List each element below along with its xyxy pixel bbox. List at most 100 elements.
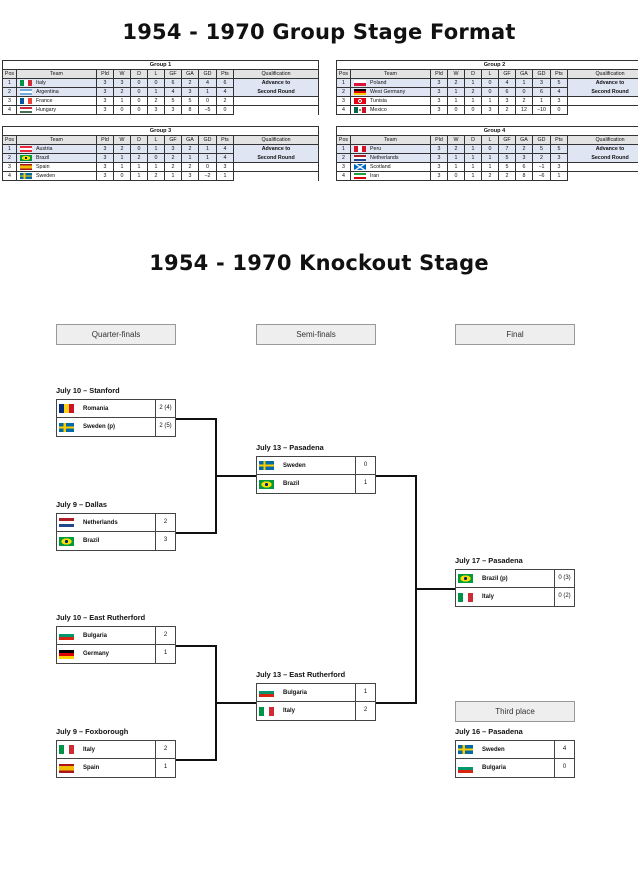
team-score: 1 — [155, 759, 175, 777]
column-header: L — [481, 135, 499, 145]
stat-l-cell: 2 — [147, 96, 165, 106]
stat-gd-cell: 1 — [532, 96, 551, 106]
qualification-cell — [232, 105, 320, 115]
stat-pld-cell: 3 — [96, 105, 114, 115]
stat-ga-cell: 5 — [181, 96, 199, 106]
team-name: Sweden — [36, 173, 56, 179]
stat-gf-cell: 5 — [164, 96, 182, 106]
bracket-connector — [215, 475, 256, 477]
column-header: Qualification — [232, 135, 320, 145]
stat-gf-cell: 3 — [164, 105, 182, 115]
stat-pts-cell: 3 — [550, 96, 568, 106]
stat-w-cell: 0 — [113, 171, 131, 181]
position-cell: 2 — [336, 153, 351, 163]
brazil-flag-icon — [59, 536, 74, 546]
stat-ga-cell: 3 — [181, 171, 199, 181]
match-label: July 16 – Pasadena — [455, 727, 523, 736]
stat-pld-cell: 3 — [96, 144, 114, 154]
bracket-connector — [176, 418, 216, 420]
match-team-slot: Brazil (p)0 (3) — [455, 569, 575, 588]
tunisia-flag-icon — [354, 97, 366, 104]
position-cell: 3 — [2, 96, 17, 106]
stat-pld-cell: 3 — [430, 153, 448, 163]
team-name: West Germany — [370, 89, 406, 95]
column-header: GD — [198, 135, 217, 145]
column-header: Pos — [2, 69, 17, 79]
column-header: GF — [498, 69, 516, 79]
team-name: Netherlands — [83, 519, 118, 526]
team-name: France — [36, 98, 53, 104]
stat-d-cell: 1 — [464, 78, 482, 88]
stat-d-cell: 1 — [130, 171, 148, 181]
stat-pts-cell: 4 — [550, 87, 568, 97]
stat-gd-cell: −6 — [532, 171, 551, 181]
position-cell: 2 — [2, 87, 17, 97]
scotland-flag-icon — [354, 163, 366, 170]
round-header-third-place: Third place — [455, 701, 575, 722]
stat-pts-cell: 5 — [550, 78, 568, 88]
stat-pld-cell: 3 — [96, 87, 114, 97]
stat-d-cell: 2 — [464, 87, 482, 97]
match-team-slot: Spain 1 — [56, 759, 176, 778]
qualification-cell — [566, 105, 638, 115]
group-name: Group 1 — [1, 60, 320, 70]
column-header: Pld — [430, 69, 448, 79]
stat-gd-cell: −1 — [532, 162, 551, 172]
stat-gd-cell: −5 — [198, 105, 217, 115]
stat-l-cell: 0 — [481, 78, 499, 88]
stat-l-cell: 3 — [481, 105, 499, 115]
team-score: 4 — [554, 741, 574, 758]
qualification-cell: Advance to — [566, 144, 638, 154]
stat-pts-cell: 6 — [216, 78, 234, 88]
column-header: L — [481, 69, 499, 79]
team-name: Austria — [36, 146, 53, 152]
stat-pld-cell: 3 — [96, 153, 114, 163]
match-label: July 10 – Stanford — [56, 386, 120, 395]
qualification-cell — [232, 171, 320, 181]
stat-gd-cell: 0 — [198, 96, 217, 106]
sweden-flag-icon — [458, 745, 473, 754]
team-name: Sweden (p) — [83, 424, 116, 430]
stat-d-cell: 2 — [130, 153, 148, 163]
stat-ga-cell: 2 — [181, 78, 199, 88]
team-name: Scotland — [370, 164, 391, 170]
column-header: GF — [164, 69, 182, 79]
team-name: Bulgaria — [283, 689, 308, 696]
stat-w-cell: 1 — [447, 153, 465, 163]
qualification-cell: Second Round — [232, 87, 320, 97]
france-flag-icon — [20, 97, 32, 104]
stat-l-cell: 1 — [147, 162, 165, 172]
stat-d-cell: 1 — [464, 153, 482, 163]
position-cell: 1 — [2, 144, 17, 154]
stat-gd-cell: 5 — [532, 144, 551, 154]
mexico-flag-icon — [354, 106, 366, 113]
column-header: W — [447, 69, 465, 79]
stat-gd-cell: 6 — [532, 87, 551, 97]
stat-w-cell: 0 — [447, 105, 465, 115]
stat-w-cell: 1 — [447, 162, 465, 172]
brazil-flag-icon — [458, 574, 473, 583]
stat-d-cell: 0 — [130, 144, 148, 154]
germany-flag-icon — [354, 88, 366, 95]
bulgaria-flag-icon — [458, 763, 473, 773]
stat-pld-cell: 3 — [96, 78, 114, 88]
stat-ga-cell: 12 — [515, 105, 533, 115]
stat-l-cell: 0 — [147, 153, 165, 163]
stat-gf-cell: 4 — [498, 78, 516, 88]
team-name: Spain — [83, 765, 100, 771]
stat-gd-cell: 1 — [198, 87, 217, 97]
position-cell: 4 — [2, 105, 17, 115]
group-name: Group 2 — [335, 60, 638, 70]
stat-gf-cell: 3 — [164, 144, 182, 154]
